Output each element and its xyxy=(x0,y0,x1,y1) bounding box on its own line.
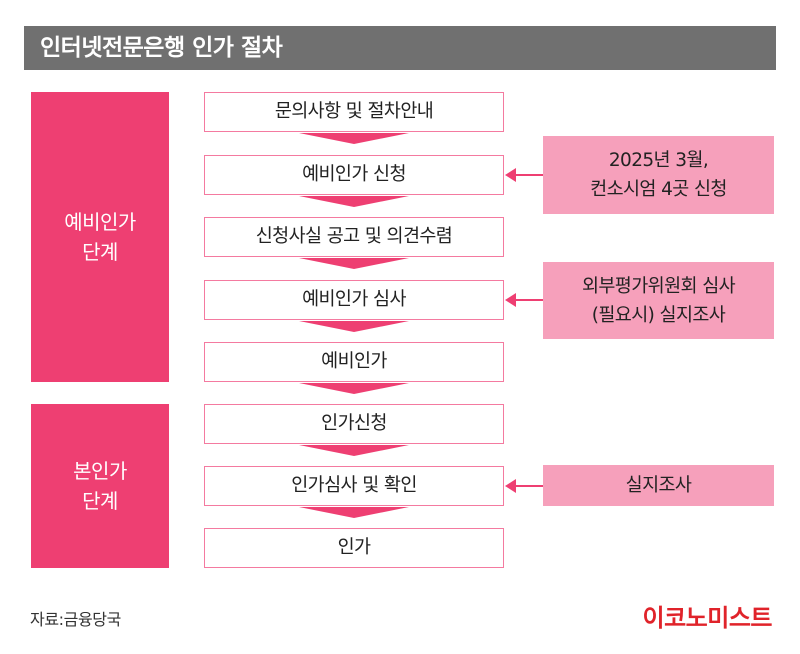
flow-arrow-1 xyxy=(299,133,409,144)
stage-preliminary-line-1: 예비인가 xyxy=(64,210,136,234)
stage-preliminary: 예비인가 단계 xyxy=(31,92,169,382)
note-review-detail: 외부평가위원회 심사 (필요시) 실지조사 xyxy=(543,262,774,339)
flow-arrow-3 xyxy=(299,258,409,269)
pointer-arrow-3 xyxy=(505,476,543,496)
stage-preliminary-line-2: 단계 xyxy=(82,240,118,264)
note-application-detail: 2025년 3월, 컨소시엄 4곳 신청 xyxy=(543,136,774,214)
step-approval-review: 인가심사 및 확인 xyxy=(204,466,504,506)
note-1-line-2: 컨소시엄 4곳 신청 xyxy=(590,179,727,200)
note-inspection-detail: 실지조사 xyxy=(543,465,774,506)
note-2-line-1: 외부평가위원회 심사 xyxy=(581,275,736,297)
publisher-logo: 이코노미스트 xyxy=(642,604,773,632)
flow-arrow-4 xyxy=(299,321,409,332)
flow-arrow-2 xyxy=(299,196,409,207)
step-public-notice: 신청사실 공고 및 의견수렴 xyxy=(204,217,504,257)
diagram-title: 인터넷전문은행 인가 절차 xyxy=(40,35,283,61)
step-approval: 인가 xyxy=(204,528,504,568)
flow-arrow-7 xyxy=(299,507,409,518)
step-preliminary-approval: 예비인가 xyxy=(204,342,504,382)
stage-main-approval: 본인가 단계 xyxy=(31,404,169,568)
step-preliminary-application: 예비인가 신청 xyxy=(204,155,504,195)
pointer-arrow-1 xyxy=(505,165,543,185)
source-credit: 자료:금융당국 xyxy=(30,610,121,629)
flow-arrow-5 xyxy=(299,383,409,394)
title-bar: 인터넷전문은행 인가 절차 xyxy=(24,26,776,70)
flow-arrow-6 xyxy=(299,445,409,456)
stage-main-line-1: 본인가 xyxy=(73,459,127,483)
note-3-line-1: 실지조사 xyxy=(625,475,692,496)
pointer-arrow-2 xyxy=(505,290,543,310)
step-inquiry-guidance: 문의사항 및 절차안내 xyxy=(204,92,504,132)
step-approval-application: 인가신청 xyxy=(204,404,504,444)
step-preliminary-review: 예비인가 심사 xyxy=(204,280,504,320)
note-2-line-2: (필요시) 실지조사 xyxy=(591,304,726,326)
note-1-line-1: 2025년 3월, xyxy=(608,150,709,171)
stage-main-line-2: 단계 xyxy=(82,489,118,513)
